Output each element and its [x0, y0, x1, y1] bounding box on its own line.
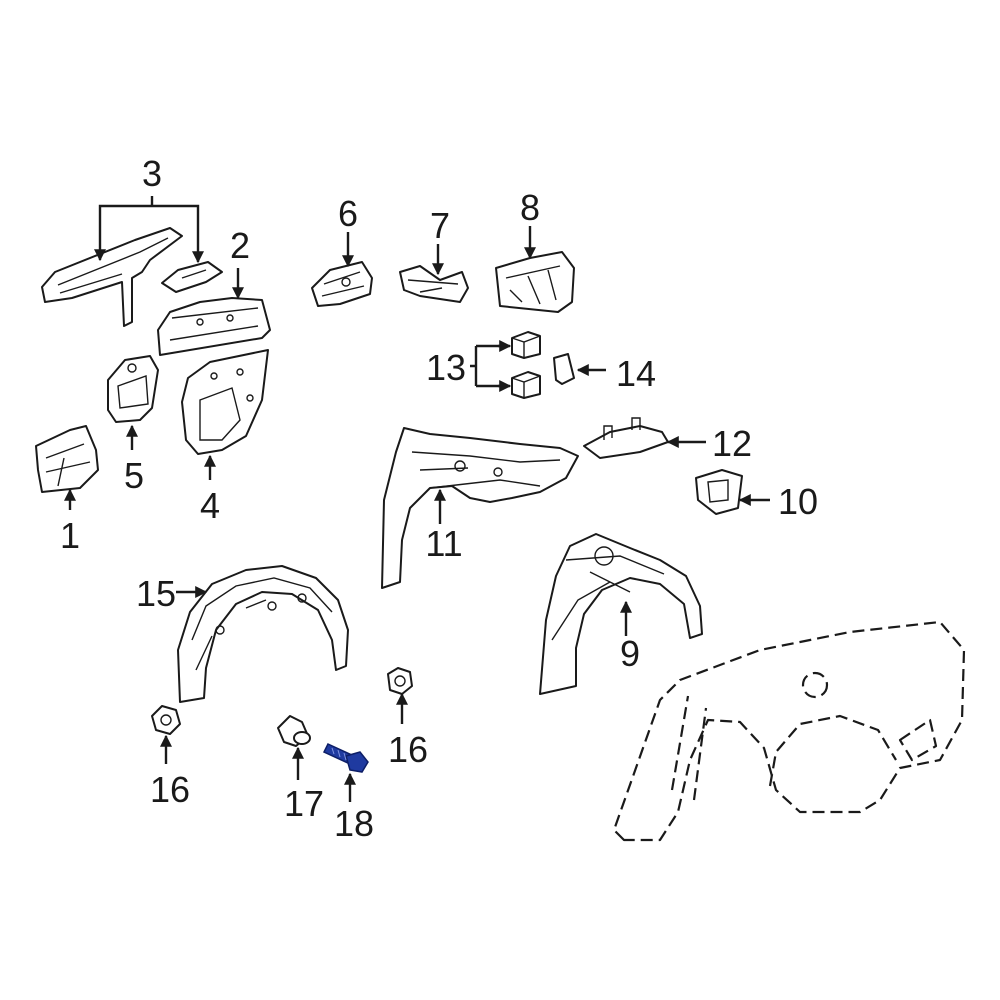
- label-16-left: 16: [150, 769, 190, 810]
- part-15-liner[interactable]: [177, 565, 349, 703]
- part-10-plate[interactable]: [695, 469, 743, 515]
- label-4: 4: [200, 485, 220, 526]
- part-8-panel[interactable]: [495, 251, 575, 313]
- part-13-blocks[interactable]: [511, 331, 541, 399]
- label-7: 7: [430, 205, 450, 246]
- label-12: 12: [712, 423, 752, 464]
- callout-labels: 3 2 5 4 1 6 7 8 13 14 12 10 11 9 15 16 1…: [60, 153, 818, 844]
- label-5: 5: [124, 455, 144, 496]
- part-1-bracket[interactable]: [35, 425, 99, 493]
- label-13: 13: [426, 347, 466, 388]
- label-16-right: 16: [388, 729, 428, 770]
- label-10: 10: [778, 481, 818, 522]
- label-9: 9: [620, 633, 640, 674]
- part-6-bracket[interactable]: [311, 261, 373, 307]
- label-15: 15: [136, 573, 176, 614]
- label-18: 18: [334, 803, 374, 844]
- part-9-outer-wheelhouse[interactable]: [539, 533, 703, 695]
- part-12-bracket[interactable]: [583, 417, 669, 459]
- part-16-clip-left[interactable]: [151, 705, 181, 735]
- label-3: 3: [142, 153, 162, 194]
- part-4-inner-panel[interactable]: [181, 349, 269, 455]
- label-1: 1: [60, 515, 80, 556]
- part-16-clip-right[interactable]: [387, 667, 413, 695]
- label-11: 11: [425, 523, 462, 564]
- label-17: 17: [284, 783, 324, 824]
- label-8: 8: [520, 187, 540, 228]
- leader-lines: [64, 196, 770, 802]
- label-2: 2: [230, 225, 250, 266]
- part-2-panel[interactable]: [157, 297, 271, 356]
- label-14: 14: [616, 353, 656, 394]
- part-11-inner-wheelhouse[interactable]: [381, 427, 579, 589]
- part-17-grommet[interactable]: [277, 715, 311, 747]
- part-7-bracket[interactable]: [399, 265, 469, 303]
- part-18-bolt[interactable]: [322, 743, 369, 773]
- label-6: 6: [338, 193, 358, 234]
- part-5-bracket[interactable]: [107, 355, 159, 423]
- quarter-panel-outline: [612, 620, 966, 842]
- part-14-block[interactable]: [553, 353, 575, 385]
